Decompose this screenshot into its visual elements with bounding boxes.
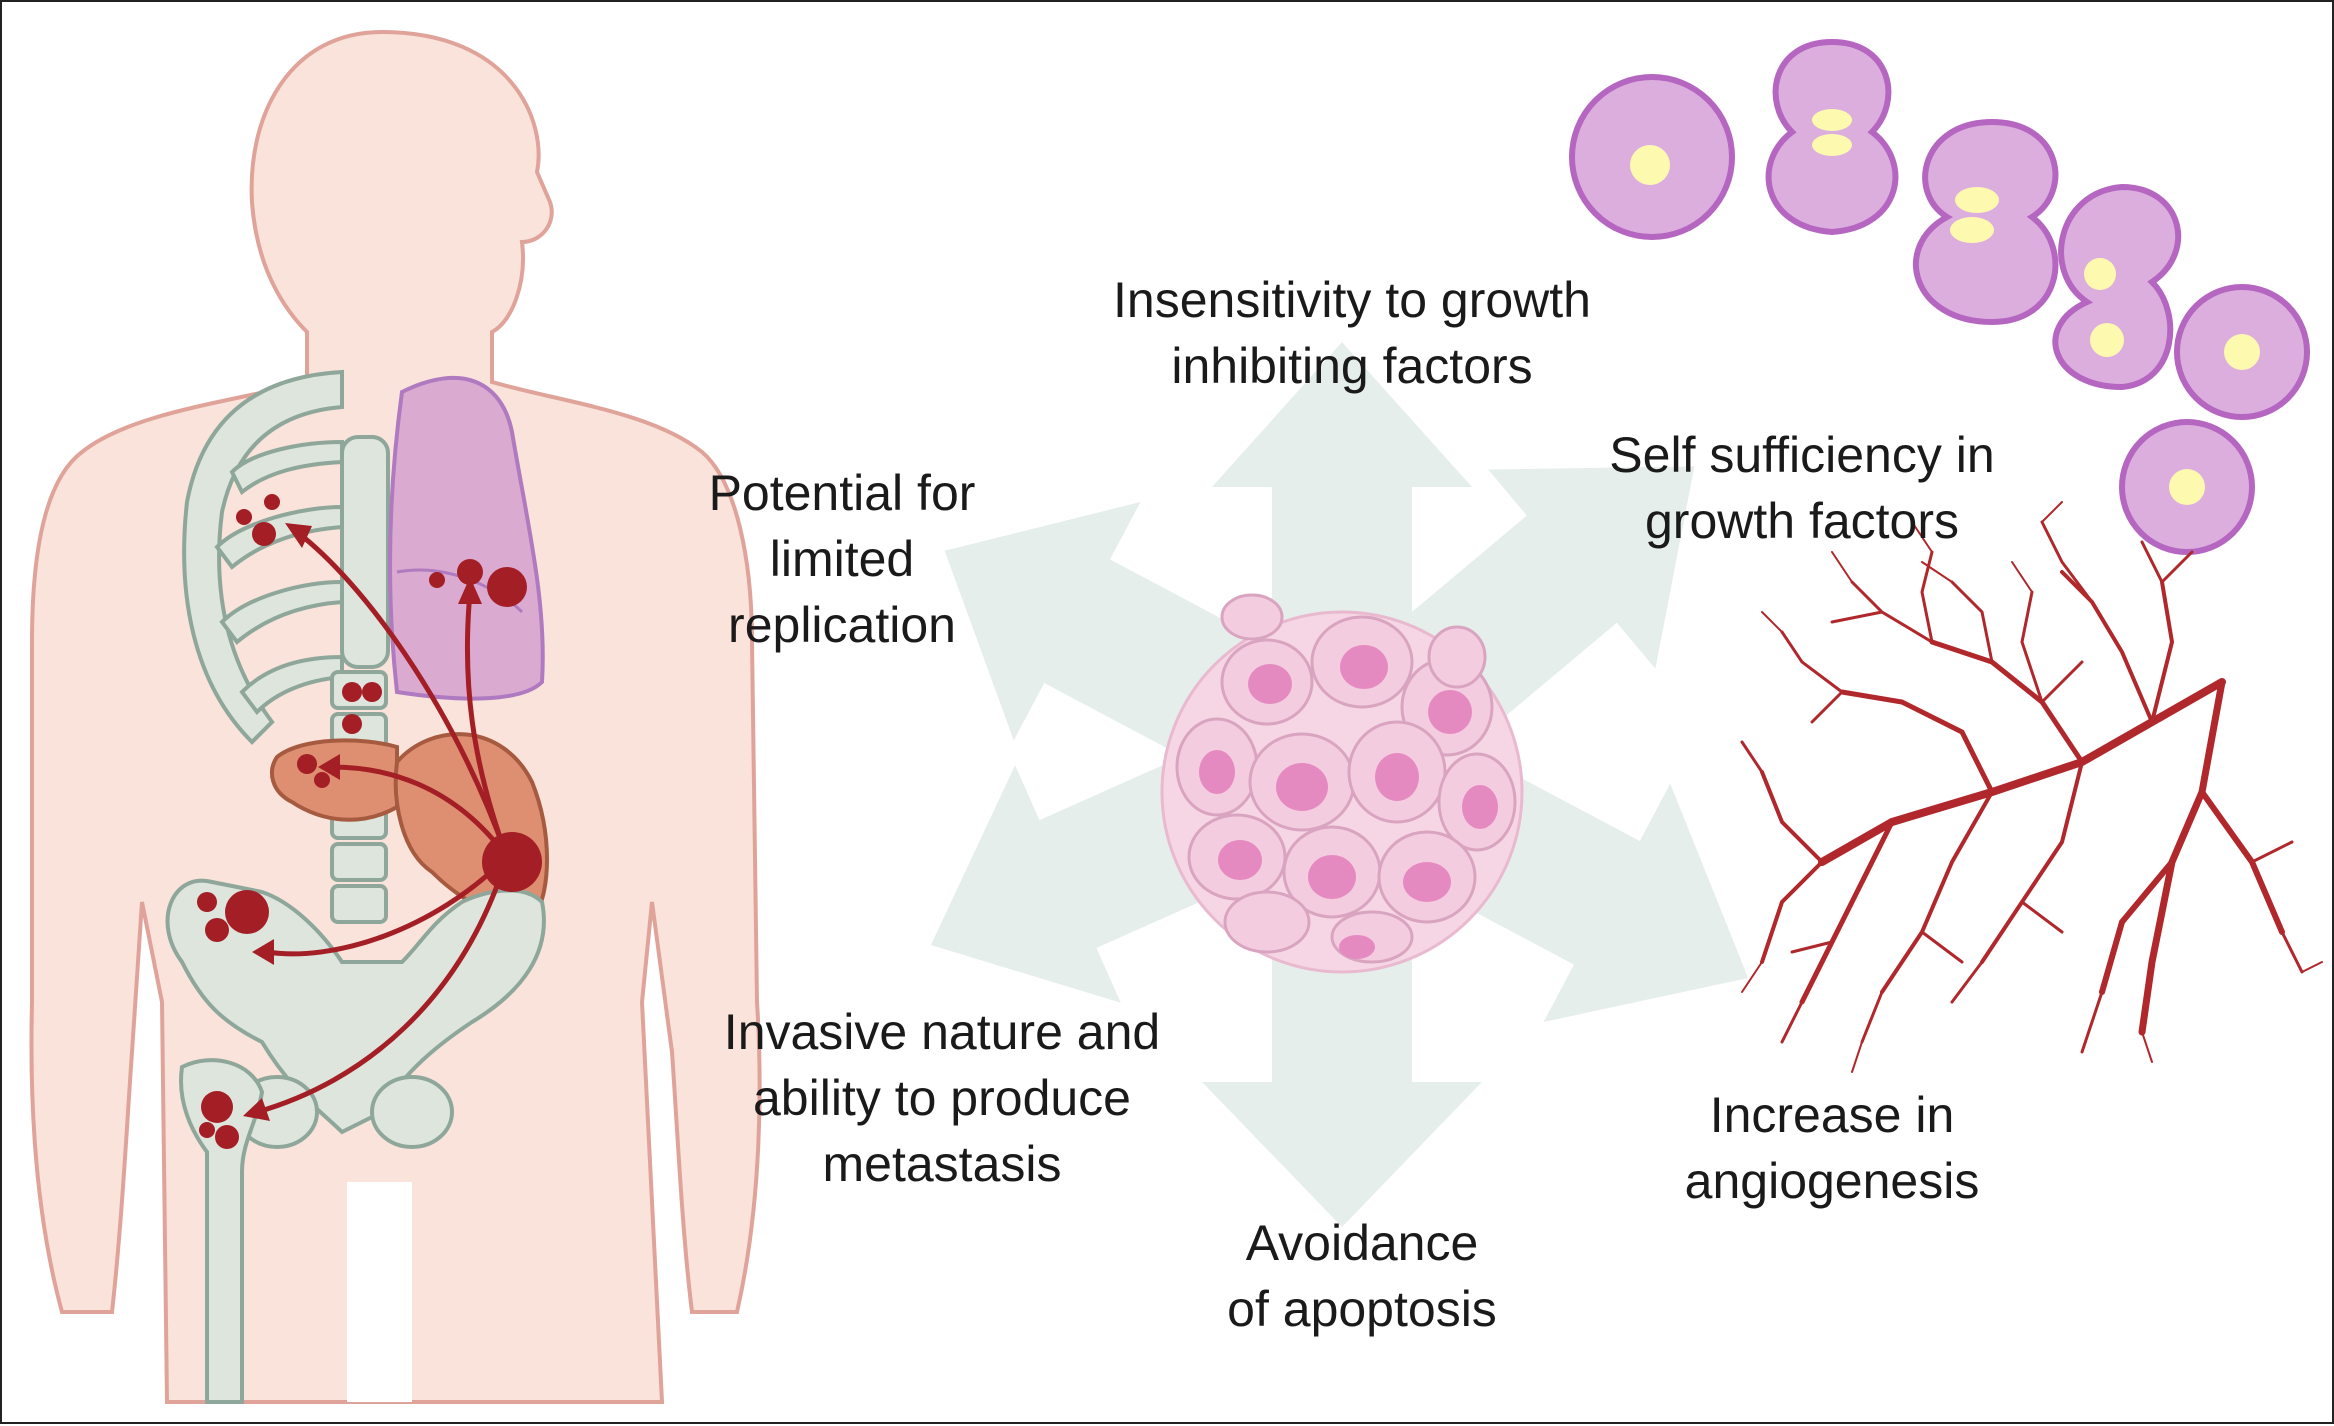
leg-gap — [347, 1182, 412, 1402]
dividing-cells — [1569, 38, 2310, 555]
label-line: Invasive nature and — [723, 1004, 1161, 1060]
label-invasive-nature-and-metastasis: Invasive nature and ability to produce m… — [682, 999, 1202, 1197]
label-line: Increase in — [1709, 1087, 1955, 1143]
metastasis-arrows — [256, 530, 510, 1115]
label-line: of apoptosis — [1227, 1281, 1497, 1337]
tumor-cell-cluster — [1160, 593, 1524, 974]
label-insensitivity-to-growth-inhibiting-factors: Insensitivity to growth inhibiting facto… — [1042, 267, 1662, 399]
lung — [388, 375, 545, 701]
label-line: Self sufficiency in — [1609, 427, 1995, 483]
blood-vessel-network — [1740, 501, 2323, 1073]
rib-cage — [182, 369, 344, 745]
label-line: growth factors — [1644, 493, 1959, 549]
tumor-nodules — [197, 494, 542, 1149]
label-line: inhibiting factors — [1171, 338, 1533, 394]
label-line: Potential for — [708, 465, 976, 521]
label-increase-in-angiogenesis: Increase in angiogenesis — [1622, 1082, 2042, 1214]
cell-nuclei — [1630, 109, 2260, 505]
label-line: Insensitivity to growth — [1113, 272, 1591, 328]
sternum — [340, 435, 390, 669]
label-line: angiogenesis — [1684, 1153, 1980, 1209]
label-line: metastasis — [822, 1136, 1062, 1192]
label-avoidance-of-apoptosis: Avoidance of apoptosis — [1162, 1210, 1562, 1342]
label-line: ability to produce — [752, 1070, 1131, 1126]
label-line: replication — [728, 597, 956, 653]
label-self-sufficiency-in-growth-factors: Self sufficiency in growth factors — [1532, 422, 2072, 554]
label-potential-for-limited-replication: Potential for limited replication — [642, 460, 1042, 658]
pelvis — [165, 878, 546, 1404]
label-line: limited — [769, 531, 915, 587]
metastasis-arrowheads — [243, 523, 482, 1121]
human-body-metastasis — [29, 29, 762, 1404]
label-line: Avoidance — [1245, 1215, 1479, 1271]
